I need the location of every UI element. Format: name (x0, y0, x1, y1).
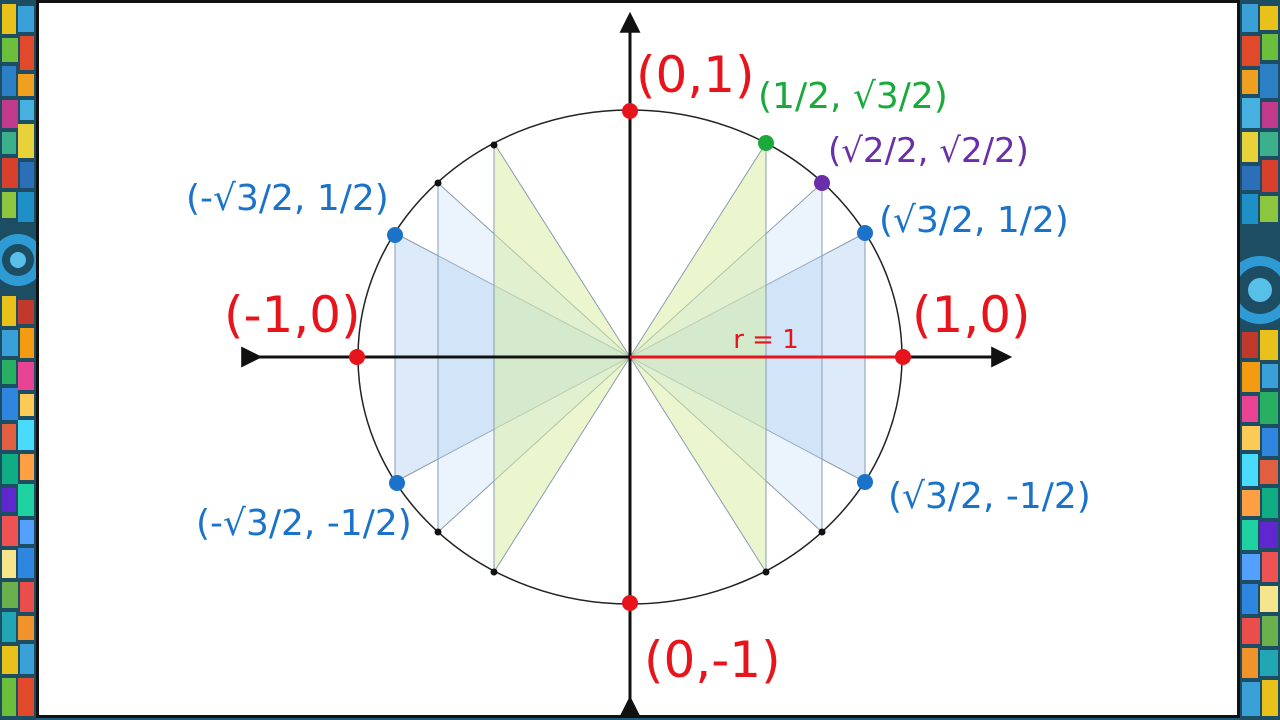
point-neg1-0 (349, 349, 365, 365)
minor-angle-dots (434, 141, 826, 576)
label-45: (√2/2, √2/2) (828, 131, 1029, 171)
coordinate-labels: (0,1) (1,0) (-1,0) (0,-1) (1/2, √3/2) (√… (186, 46, 1091, 689)
point-30 (857, 225, 873, 241)
point-330 (857, 474, 873, 490)
point-150 (387, 227, 403, 243)
point-45 (814, 175, 830, 191)
triangle-300-q4 (629, 356, 767, 574)
triangle-120-q2 (493, 141, 631, 358)
stained-glass-border-left (0, 0, 36, 720)
point-210 (389, 475, 405, 491)
radius-label: r = 1 (733, 325, 799, 355)
whiteboard: r = 1 (0,1) (1,0) (36, 0, 1240, 718)
point-0-neg1 (622, 595, 638, 611)
label-1-0: (1,0) (912, 286, 1031, 344)
triangle-240-q3 (493, 356, 631, 574)
label-neg1-0: (-1,0) (224, 286, 361, 344)
point-60 (758, 135, 774, 151)
label-210: (-√3/2, -1/2) (196, 503, 412, 544)
label-0-neg1: (0,-1) (644, 631, 781, 689)
label-330: (√3/2, -1/2) (888, 476, 1091, 517)
dot-135 (434, 179, 442, 187)
stained-glass-border-right (1240, 0, 1280, 720)
labeled-points (349, 103, 911, 611)
point-1-0 (895, 349, 911, 365)
dot-225 (434, 528, 442, 536)
dot-300 (762, 568, 770, 576)
dot-240 (490, 568, 498, 576)
label-60: (1/2, √3/2) (758, 76, 948, 117)
label-0-1: (0,1) (636, 46, 755, 104)
reference-triangles (394, 141, 866, 574)
dot-315 (818, 528, 826, 536)
unit-circle-diagram: r = 1 (0,1) (1,0) (186, 11, 1091, 717)
dot-120 (490, 141, 498, 149)
point-0-1 (622, 103, 638, 119)
label-30: (√3/2, 1/2) (879, 200, 1069, 241)
label-150: (-√3/2, 1/2) (186, 178, 389, 219)
